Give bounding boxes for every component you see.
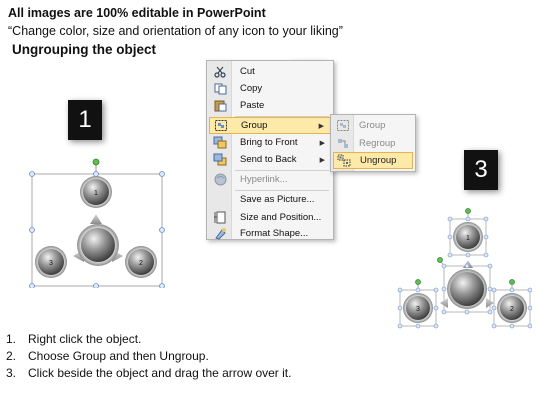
menu-item-label: Send to Back [240, 154, 297, 165]
copy-icon [212, 82, 228, 96]
size-position-icon [212, 211, 228, 225]
step-badge-3: 3 [464, 150, 498, 190]
heading-editable: All images are 100% editable in PowerPoi… [8, 6, 266, 20]
menu-item-label: Cut [240, 66, 255, 77]
instruction-list: 1. Right click the object. 2. Choose Gro… [6, 330, 291, 381]
submenu-arrow-icon: ▶ [318, 122, 324, 130]
arrow-left-icon [440, 298, 448, 308]
submenu-item-label: Group [359, 120, 386, 131]
submenu-item-regroup: Regroup [333, 135, 413, 152]
center-node [450, 272, 484, 306]
heading-tagline: “Change color, size and orientation of a… [8, 24, 343, 38]
send-to-back-icon [212, 153, 228, 167]
arrow-up-icon [90, 214, 102, 224]
menu-item-cut[interactable]: Cut [209, 63, 331, 80]
menu-item-label: Group [241, 120, 268, 131]
menu-item-label: Format Shape... [240, 228, 309, 239]
node-3 [406, 296, 430, 320]
menu-item-label: Bring to Front [240, 137, 298, 148]
menu-item-hyperlink: Hyperlink... [209, 171, 331, 188]
menu-item-size-and-position[interactable]: Size and Position... [209, 209, 331, 226]
ungroup-icon [336, 154, 352, 168]
menu-item-label: Copy [240, 83, 263, 94]
menu-item-label: Hyperlink... [240, 174, 288, 185]
node-2 [128, 249, 154, 275]
node-3-label: 3 [49, 260, 53, 267]
node-1-label: 1 [466, 235, 470, 242]
rotate-handle[interactable] [92, 158, 100, 166]
page-title: Ungrouping the object [12, 42, 156, 57]
instruction-item: 2. Choose Group and then Ungroup. [6, 348, 209, 363]
submenu-item-label: Ungroup [360, 155, 397, 166]
submenu-item-label: Regroup [359, 138, 396, 149]
group-icon [335, 119, 351, 133]
instruction-item: 1. Right click the object. [6, 331, 142, 346]
hyperlink-icon [212, 173, 228, 187]
paste-icon [212, 99, 228, 113]
menu-item-send-to-back[interactable]: Send to Back ▶ [209, 151, 331, 168]
menu-item-label: Save as Picture... [240, 194, 315, 205]
format-shape-icon [212, 227, 228, 241]
context-menu: Cut Copy Paste Group ▶ Bring to Front ▶ … [206, 60, 334, 240]
selection-handles[interactable] [29, 171, 165, 289]
step-badge-1: 1 [68, 100, 102, 140]
node-2-label: 2 [139, 260, 143, 267]
menu-item-format-shape[interactable]: Format Shape... [209, 225, 331, 242]
node-2-label: 2 [510, 306, 514, 313]
regroup-icon [335, 137, 351, 151]
group-icon [213, 119, 229, 133]
bring-to-front-icon [212, 136, 228, 150]
menu-item-label: Paste [240, 100, 265, 111]
node-3-label: 3 [416, 306, 420, 313]
submenu-item-group: Group [333, 117, 413, 134]
menu-item-save-as-picture[interactable]: Save as Picture... [209, 191, 331, 208]
node-3 [38, 249, 64, 275]
submenu-arrow-icon: ▶ [319, 156, 325, 164]
rotate-handle[interactable] [465, 208, 471, 214]
menu-item-paste[interactable]: Paste [209, 97, 331, 114]
arrow-right-icon [486, 298, 494, 308]
selection-handles[interactable] [397, 216, 532, 329]
scissors-icon [212, 65, 228, 79]
grouped-diagram[interactable]: 1 2 3 [28, 158, 168, 288]
submenu-arrow-icon: ▶ [319, 139, 325, 147]
node-2 [500, 296, 524, 320]
menu-item-copy[interactable]: Copy [209, 80, 331, 97]
ungrouped-diagram[interactable]: 1 2 3 [396, 208, 532, 334]
node-1-label: 1 [94, 190, 98, 197]
group-submenu: Group Regroup Ungroup [330, 114, 416, 172]
node-1 [456, 225, 480, 249]
instruction-item: 3. Click beside the object and drag the … [6, 365, 292, 380]
menu-item-group[interactable]: Group ▶ [209, 117, 331, 134]
menu-item-label: Size and Position... [240, 212, 322, 223]
menu-item-bring-to-front[interactable]: Bring to Front ▶ [209, 134, 331, 151]
node-1 [83, 179, 109, 205]
center-node [81, 228, 115, 262]
submenu-item-ungroup[interactable]: Ungroup [333, 152, 413, 169]
